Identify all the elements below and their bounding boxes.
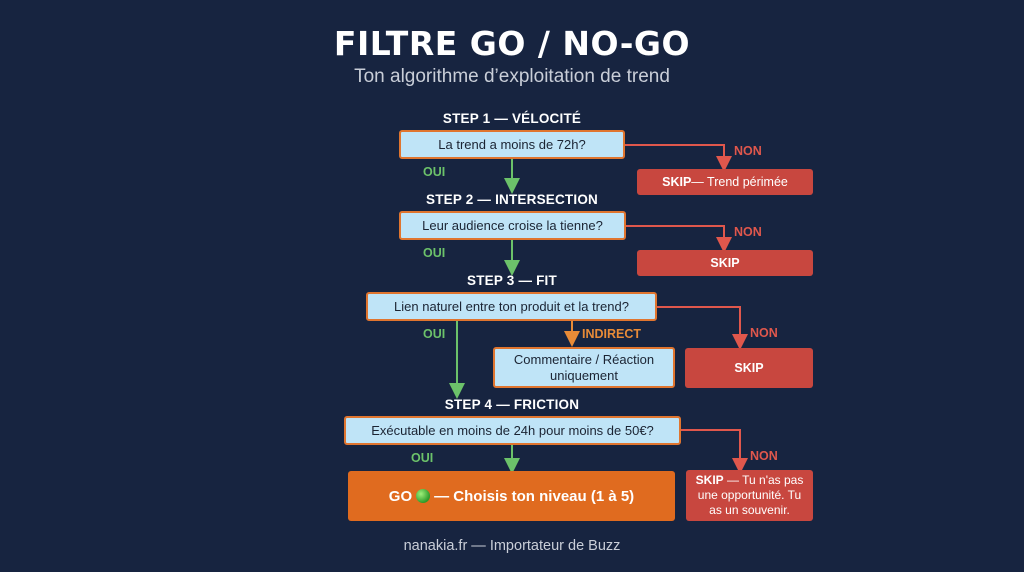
step1-label: STEP 1 — VÉLOCITÉ xyxy=(442,111,582,126)
step3-indirect-label: INDIRECT xyxy=(582,327,642,341)
go-box: GO — Choisis ton niveau (1 à 5) xyxy=(348,471,675,521)
step4-yes-label: OUI xyxy=(411,451,434,465)
green-circle-icon xyxy=(416,489,431,503)
step1-skip-text: — Trend périmée xyxy=(691,175,788,189)
step2-skip-box: SKIP xyxy=(637,250,813,276)
step3-yes-label: OUI xyxy=(423,327,446,341)
step3-label: STEP 3 — FIT xyxy=(467,273,557,288)
step4-no-arrow xyxy=(681,429,748,474)
step4-skip-text: — Tu n'as pas une opportunité. Tu as un … xyxy=(697,473,804,517)
step3-no-label: NON xyxy=(750,326,778,340)
step3-no-arrow xyxy=(656,306,748,350)
step2-no-label: NON xyxy=(734,225,762,239)
step4-no-label: NON xyxy=(750,449,778,463)
step2-skip-bold: SKIP xyxy=(710,256,740,270)
footer: nanakia.fr — Importateur de Buzz xyxy=(403,538,621,554)
step4-skip-bold: SKIP xyxy=(695,473,724,487)
step4-label: STEP 4 — FRICTION xyxy=(444,397,580,412)
page-title: FILTRE GO / NO-GO xyxy=(333,24,691,63)
step2-no-arrow xyxy=(625,225,732,253)
step4-skip-box: SKIP — Tu n'as pas une opportunité. Tu a… xyxy=(686,470,813,521)
go-text: — Choisis ton niveau (1 à 5) xyxy=(434,487,635,505)
step2-label: STEP 2 — INTERSECTION xyxy=(426,192,598,207)
step1-no-arrow xyxy=(624,144,732,172)
step1-yes-label: OUI xyxy=(423,165,446,179)
step3-indirect-result: Commentaire / Réaction uniquement xyxy=(493,347,675,388)
step1-skip-bold: SKIP xyxy=(662,175,692,189)
step3-skip-box: SKIP xyxy=(685,348,813,388)
step3-question: Lien naturel entre ton produit et la tre… xyxy=(366,292,657,321)
step1-question: La trend a moins de 72h? xyxy=(399,130,625,159)
page-subtitle: Ton algorithme d’exploitation de trend xyxy=(354,66,670,87)
step2-question: Leur audience croise la tienne? xyxy=(399,211,626,240)
go-prefix: GO xyxy=(388,487,413,505)
step1-skip-box: SKIP — Trend périmée xyxy=(637,169,813,195)
step2-yes-label: OUI xyxy=(423,246,446,260)
step4-question: Exécutable en moins de 24h pour moins de… xyxy=(344,416,681,445)
step1-no-label: NON xyxy=(734,144,762,158)
step3-skip-bold: SKIP xyxy=(734,361,764,375)
